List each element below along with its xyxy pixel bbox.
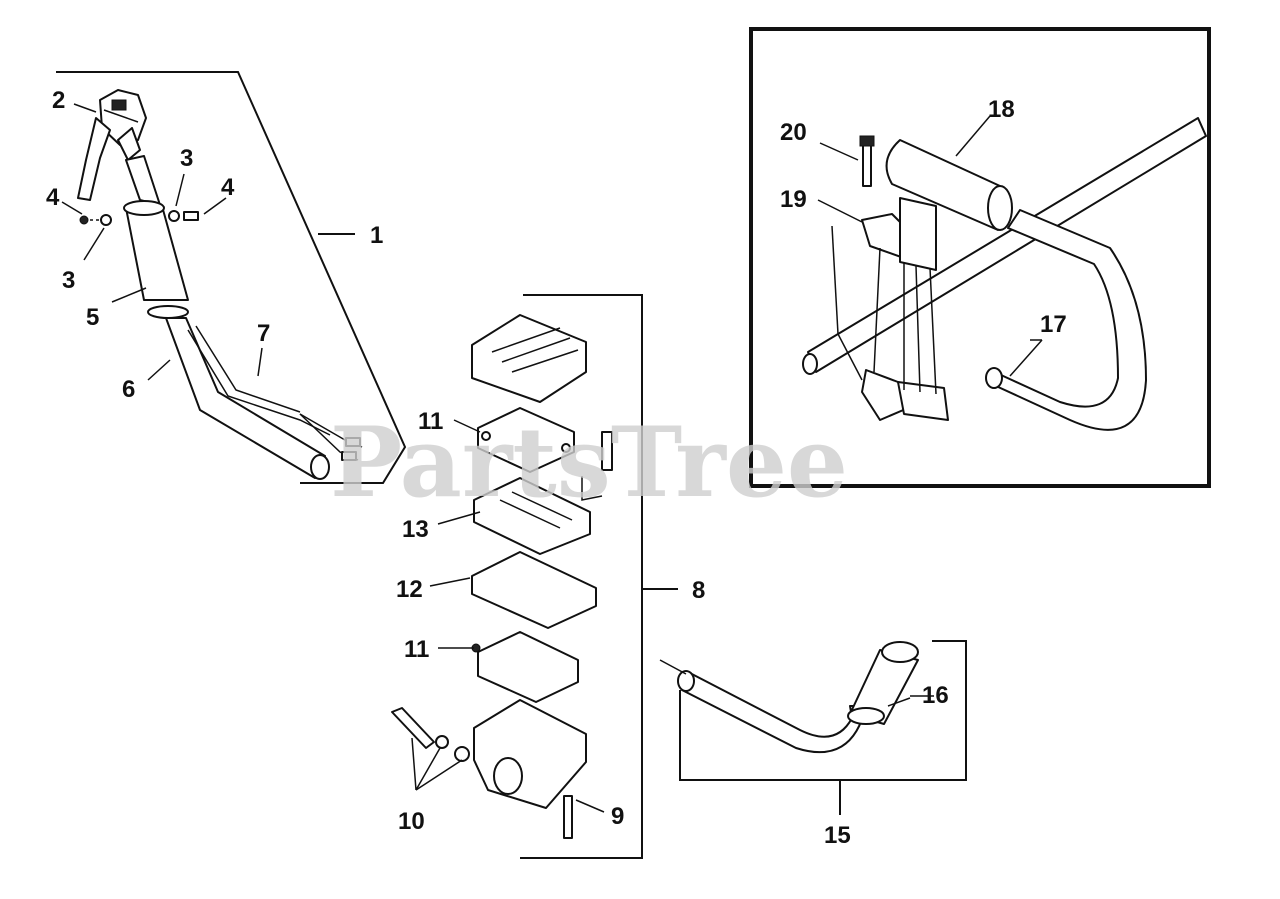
callout-10: 10 [398,808,425,835]
upper-handle-tube [123,155,189,319]
bolts-and-washers [391,707,605,839]
callout-9: 9 [611,803,624,830]
callout-5: 5 [86,304,99,331]
callout-3-lower: 3 [62,267,75,294]
leader-lines [61,103,934,697]
callout-15: 15 [824,822,851,849]
screws-and-washers [79,210,199,226]
clamp-stack [471,314,613,809]
callout-1: 1 [370,222,383,249]
throttle-control [77,89,147,201]
callout-4-right: 4 [221,174,235,201]
callout-17: 17 [1040,311,1067,338]
callout-4-left: 4 [46,184,60,211]
callout-11-lower: 11 [404,636,429,663]
callout-2: 2 [52,87,65,114]
inset-box [749,27,1211,488]
callout-8: 8 [692,577,705,604]
assembly-1-bracket [56,71,407,484]
callout-20: 20 [780,119,807,146]
assembly-8-bracket [520,294,678,859]
lower-handle-tube [165,317,363,480]
callout-labels: 1 2 3 3 4 4 5 6 7 8 9 10 11 11 12 13 15 … [46,87,1067,849]
callout-3-upper: 3 [180,145,193,172]
callout-6: 6 [122,376,135,403]
callout-11-upper: 11 [418,408,443,435]
callout-18: 18 [988,96,1015,123]
callout-7: 7 [257,320,270,347]
watermark-text: PartsTree [330,406,848,519]
callout-12: 12 [396,576,423,603]
callout-16: 16 [922,682,949,709]
callout-13: 13 [402,516,429,543]
callout-19: 19 [780,186,807,213]
loop-handle [659,640,967,815]
